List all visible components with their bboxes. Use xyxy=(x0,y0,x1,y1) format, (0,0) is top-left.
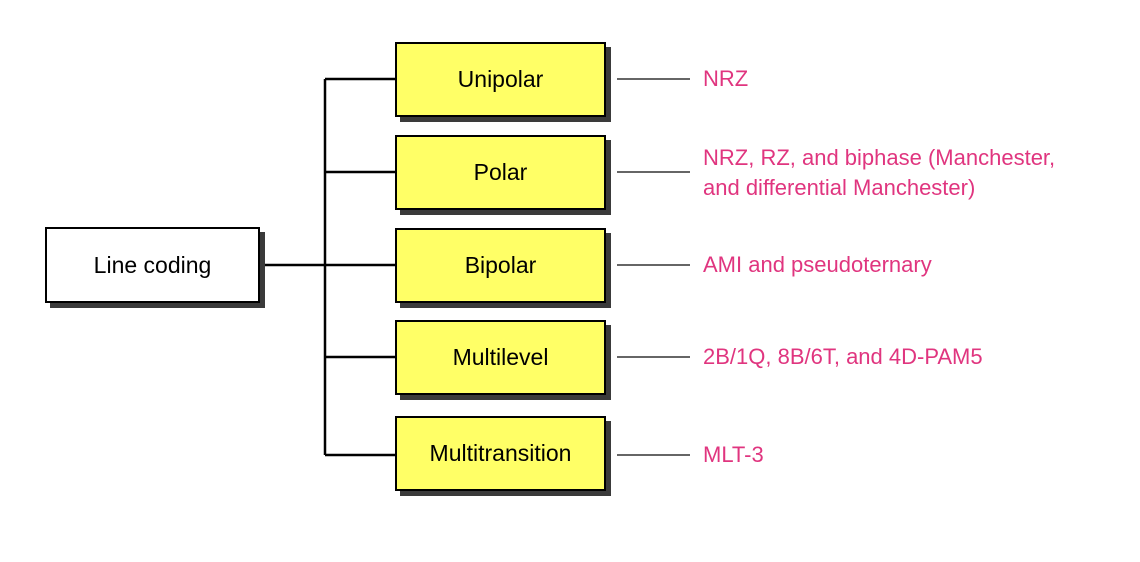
description-line: and differential Manchester) xyxy=(703,175,976,200)
description-multilevel: 2B/1Q, 8B/6T, and 4D-PAM5 xyxy=(703,342,983,372)
category-label-bipolar: Bipolar xyxy=(464,252,537,278)
description-line: 2B/1Q, 8B/6T, and 4D-PAM5 xyxy=(703,344,983,369)
category-label-unipolar: Unipolar xyxy=(457,66,544,92)
root-label: Line coding xyxy=(93,251,212,278)
category-label-polar: Polar xyxy=(473,159,528,185)
category-label-multilevel: Multilevel xyxy=(452,344,549,370)
description-line: MLT-3 xyxy=(703,442,764,467)
category-box-multilevel: Multilevel xyxy=(395,320,606,395)
description-line: NRZ, RZ, and biphase (Manchester, xyxy=(703,145,1056,170)
description-multitransition: MLT-3 xyxy=(703,440,764,470)
category-box-unipolar: Unipolar xyxy=(395,42,606,117)
description-bipolar: AMI and pseudoternary xyxy=(703,250,932,280)
root-box-line-coding: Line coding xyxy=(45,227,260,303)
description-line: AMI and pseudoternary xyxy=(703,252,932,277)
description-line: NRZ xyxy=(703,66,749,91)
category-label-multitransition: Multitransition xyxy=(429,440,572,466)
category-box-polar: Polar xyxy=(395,135,606,210)
description-polar: NRZ, RZ, and biphase (Manchester, and di… xyxy=(703,143,1055,203)
category-box-bipolar: Bipolar xyxy=(395,228,606,303)
description-unipolar: NRZ xyxy=(703,64,748,94)
category-box-multitransition: Multitransition xyxy=(395,416,606,491)
